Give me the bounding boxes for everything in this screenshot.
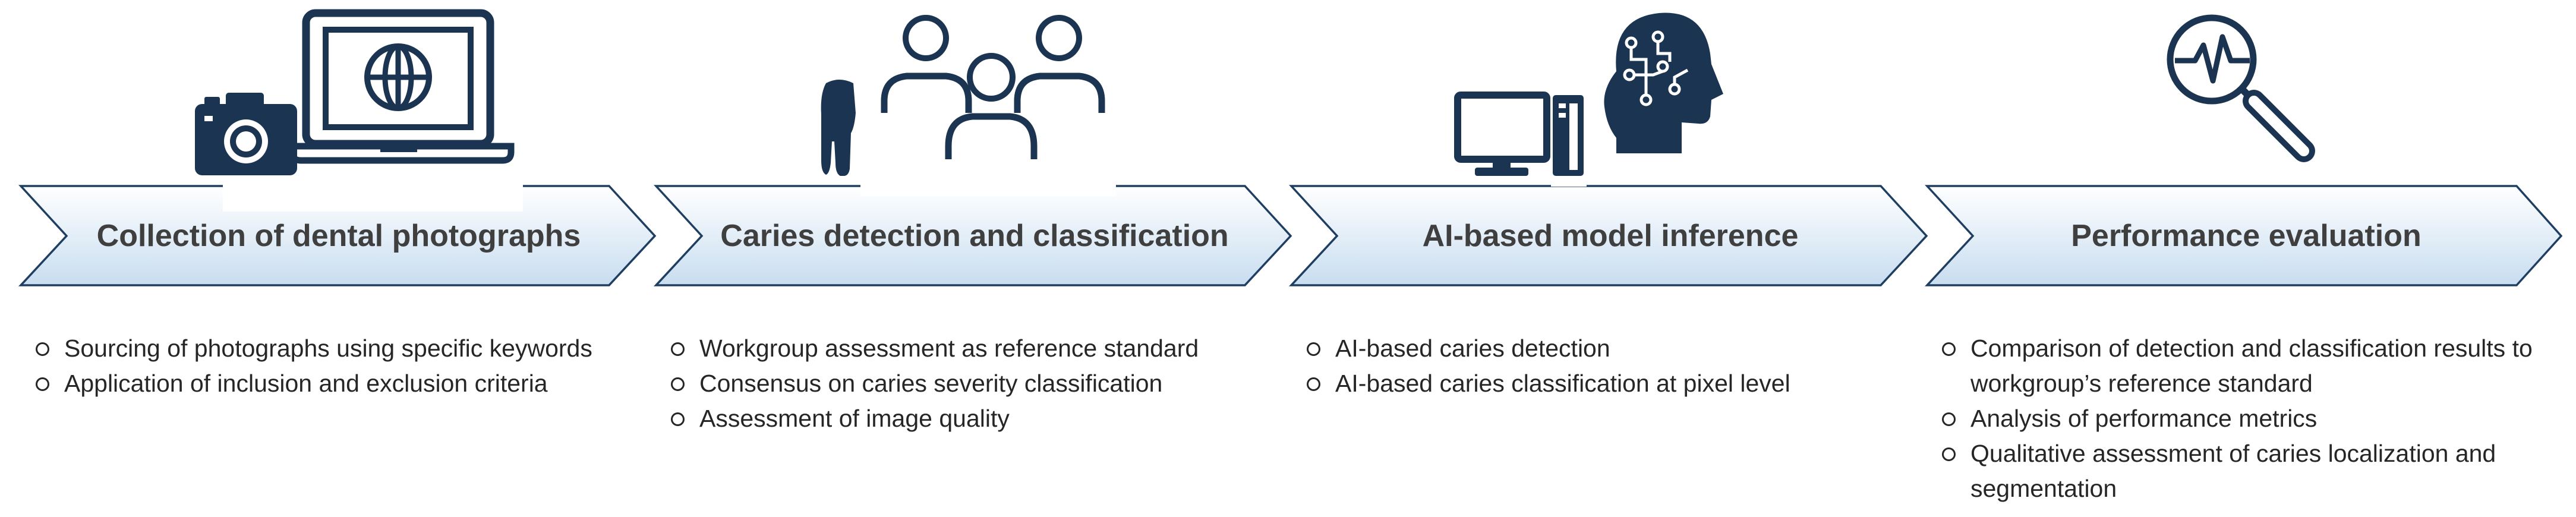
- stage-2-bullets: Workgroup assessment as reference standa…: [666, 331, 1284, 436]
- camera-icon: [195, 93, 297, 175]
- laptop-globe-icon: [289, 9, 515, 164]
- stage-1-icon-backdrop: [223, 176, 523, 212]
- bullet-item: Analysis of performance metrics: [1937, 401, 2567, 436]
- stage-4-bullets: Comparison of detection and classificati…: [1937, 331, 2567, 506]
- stage-title-4: Performance evaluation: [2071, 219, 2421, 253]
- stage-arrow-3: AI-based model inference: [1288, 185, 1928, 286]
- bullet-item: Workgroup assessment as reference standa…: [666, 331, 1284, 366]
- people-group-icon: [860, 15, 1116, 196]
- computer-icon: [1454, 92, 1584, 176]
- ai-brain-head-icon: [1604, 12, 1723, 153]
- bullet-item: Qualitative assessment of caries localiz…: [1937, 436, 2567, 506]
- stage-title-1: Collection of dental photographs: [97, 219, 581, 253]
- stage-title-3: AI-based model inference: [1423, 219, 1799, 253]
- bullet-item: AI-based caries classification at pixel …: [1302, 366, 1920, 401]
- bullet-item: Application of inclusion and exclusion c…: [31, 366, 649, 401]
- tooth-icon: [821, 80, 856, 176]
- stage-3-icon-backdrop: [1551, 176, 1587, 187]
- stage-arrow-2: Caries detection and classification: [653, 185, 1292, 286]
- stage-title-2: Caries detection and classification: [720, 219, 1228, 253]
- bullet-item: Sourcing of photographs using specific k…: [31, 331, 649, 366]
- bullet-item: Consensus on caries severity classificat…: [666, 366, 1284, 401]
- bullet-item: Assessment of image quality: [666, 401, 1284, 436]
- stage-arrow-4: Performance evaluation: [1924, 185, 2563, 286]
- stage-1-bullets: Sourcing of photographs using specific k…: [31, 331, 649, 401]
- bullet-item: Comparison of detection and classificati…: [1937, 331, 2567, 401]
- bullet-item: AI-based caries detection: [1302, 331, 1920, 366]
- stage-3-bullets: AI-based caries detection AI-based carie…: [1302, 331, 1920, 401]
- magnifier-pulse-icon: [2167, 14, 2315, 162]
